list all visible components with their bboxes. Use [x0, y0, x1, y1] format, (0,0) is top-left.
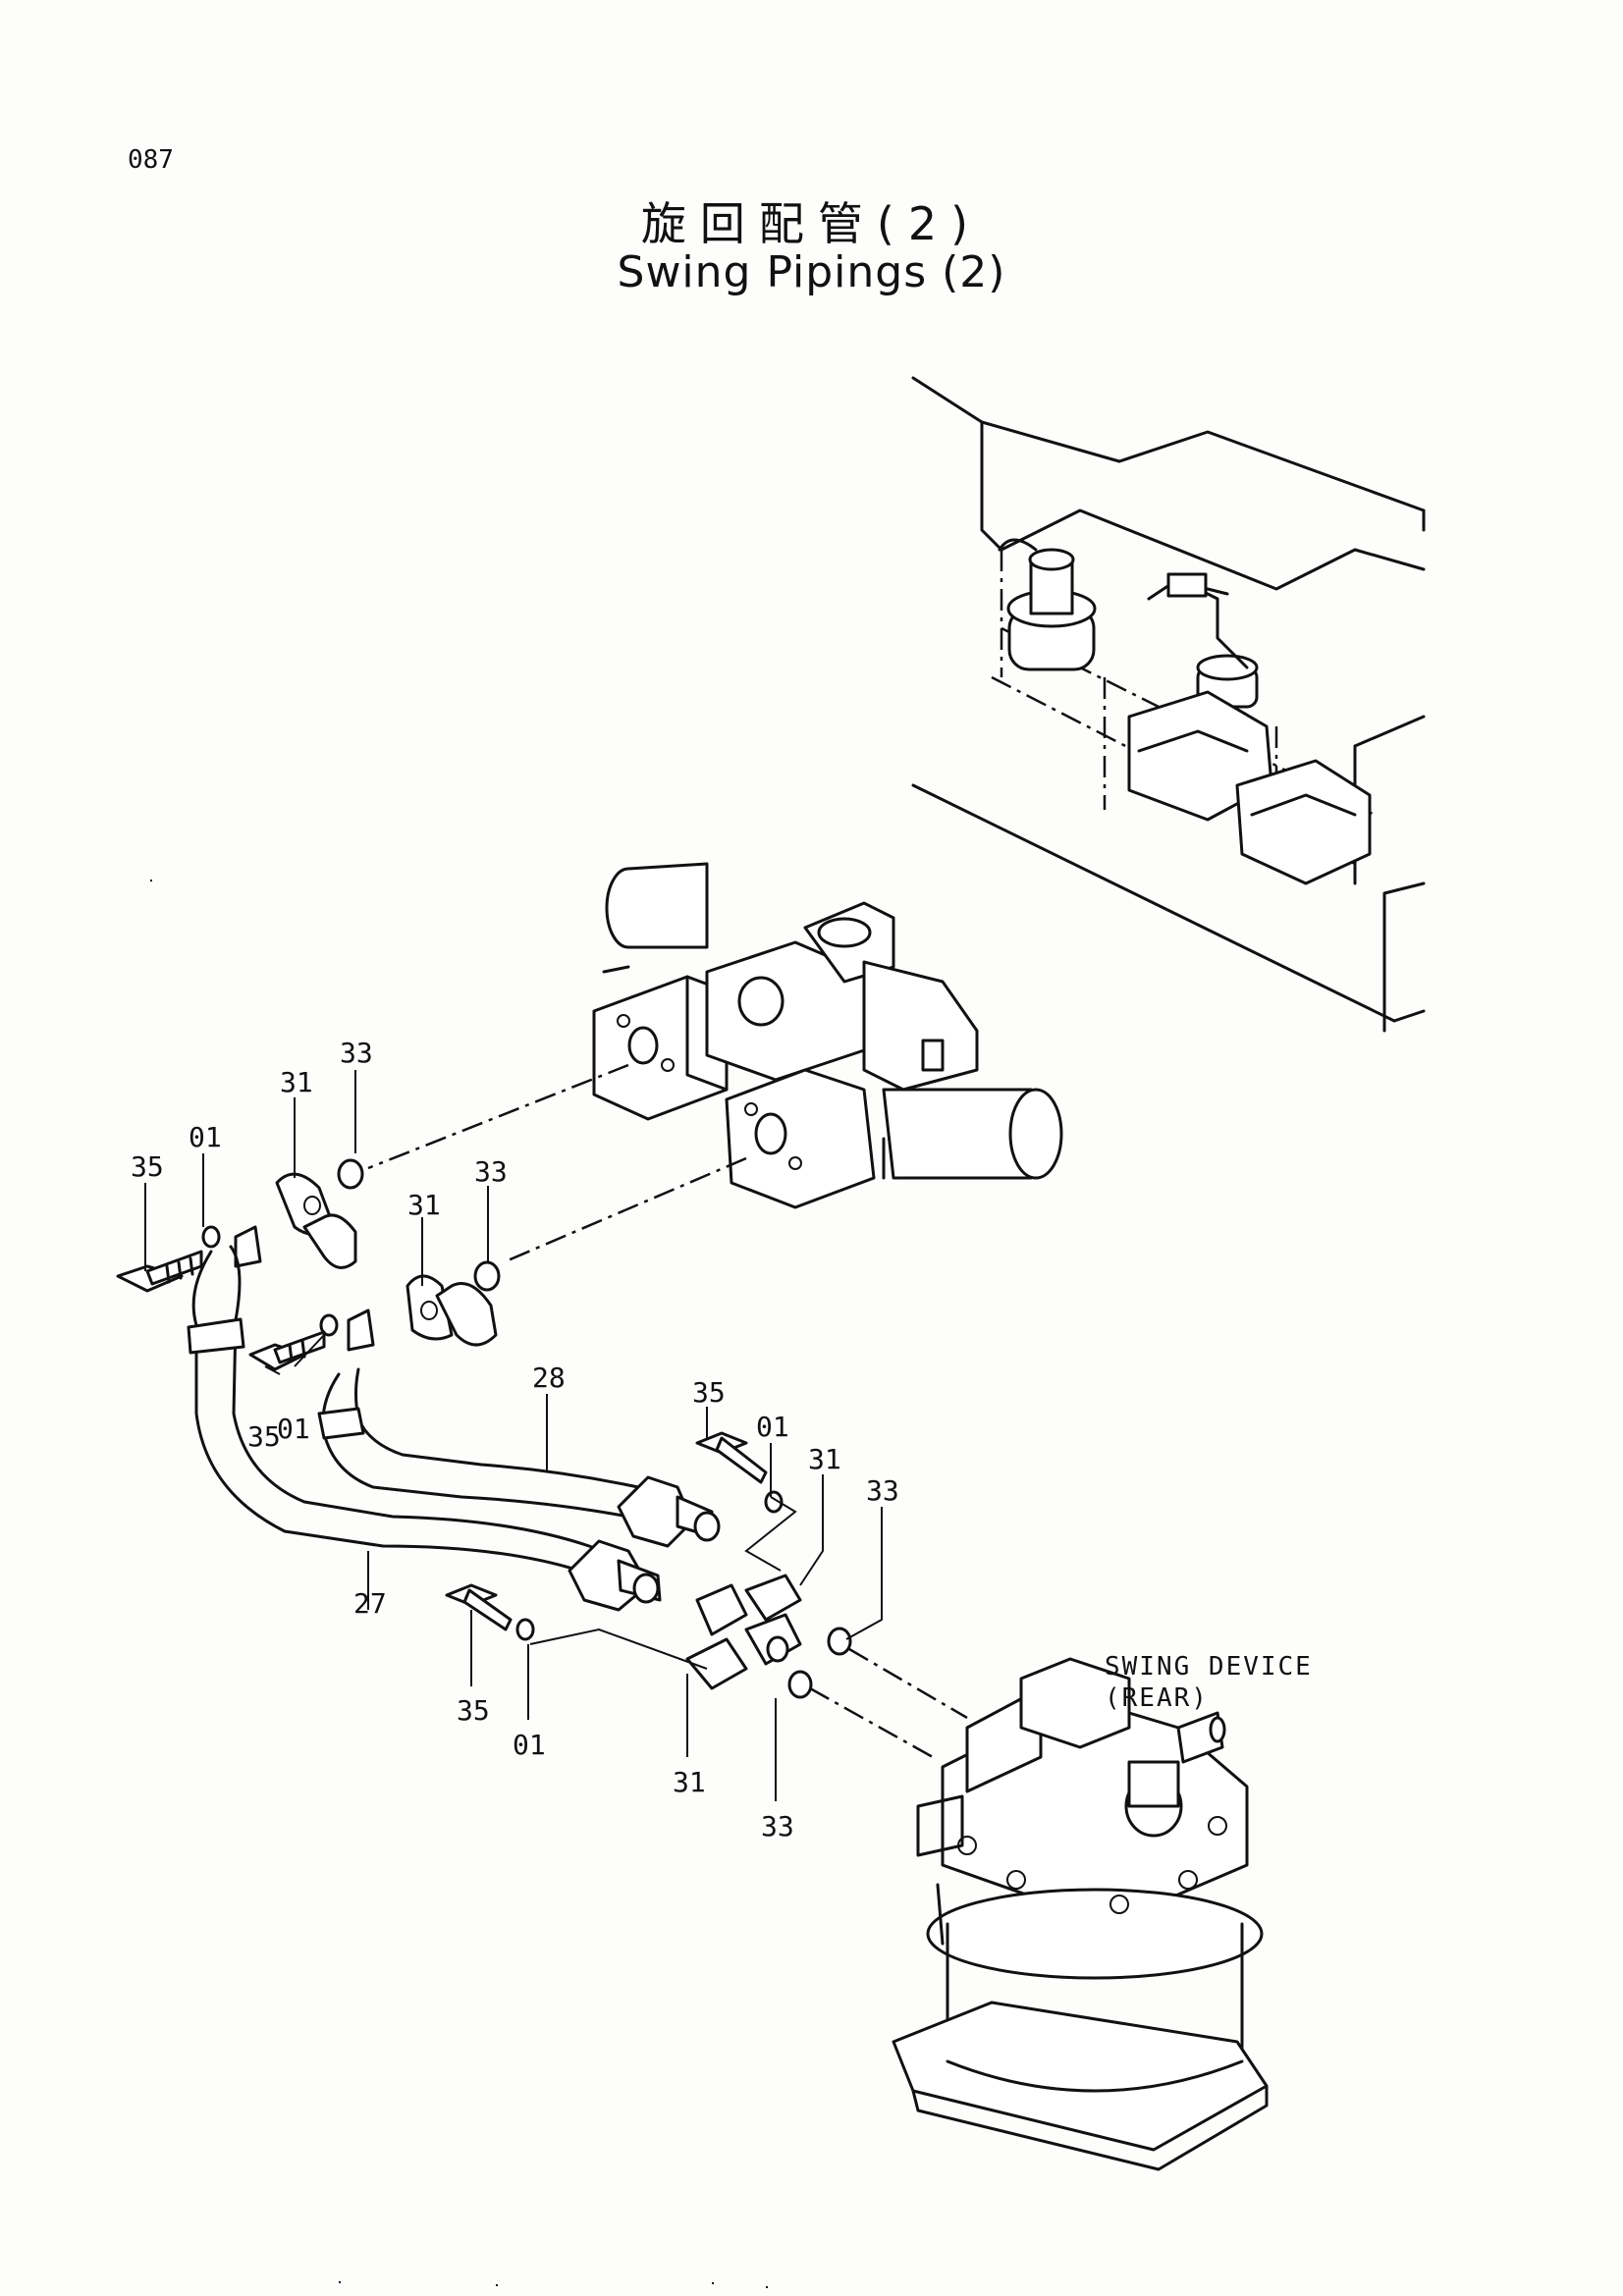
- callout-01: 01: [756, 1411, 789, 1443]
- callout-31: 31: [280, 1066, 313, 1098]
- leader-lines: [144, 1070, 883, 1801]
- callout-numbers: 33 31 01 35 33 31 35 01 28 35 01 31 33 2…: [131, 1037, 899, 1842]
- callout-33: 33: [474, 1155, 508, 1188]
- callout-27: 27: [353, 1587, 387, 1620]
- callout-31: 31: [407, 1189, 441, 1221]
- title-english: Swing Pipings (2): [617, 247, 1006, 297]
- port-line-device-lower: [809, 1686, 934, 1759]
- callout-01: 01: [189, 1121, 222, 1153]
- swing-device-label: SWING DEVICE: [1105, 1652, 1313, 1682]
- page-number: 087: [128, 145, 174, 175]
- callout-33: 33: [761, 1810, 794, 1842]
- hose-28: [317, 1367, 721, 1548]
- machine-frame-inset: [911, 376, 1426, 1033]
- scan-marks: [150, 880, 768, 2288]
- port-line-upper: [367, 1063, 629, 1170]
- port-line-device-upper: [848, 1647, 968, 1720]
- callout-01: 01: [513, 1729, 546, 1761]
- callout-31: 31: [673, 1766, 706, 1798]
- swing-device: [892, 1657, 1269, 2171]
- swing-device-sublabel: (REAR): [1105, 1683, 1209, 1713]
- callout-35: 35: [692, 1376, 726, 1409]
- callout-35: 35: [131, 1150, 164, 1183]
- callout-28: 28: [532, 1362, 566, 1394]
- callout-33: 33: [866, 1474, 899, 1507]
- upper-fitting-set: [116, 1158, 364, 1293]
- control-valve-assembly: [592, 862, 1063, 1209]
- middle-fitting-set: [248, 1260, 501, 1371]
- callout-33: 33: [340, 1037, 373, 1069]
- callout-35: 35: [457, 1694, 490, 1727]
- callout-35: 35: [247, 1420, 281, 1453]
- callout-31: 31: [808, 1443, 841, 1475]
- hose-27: [187, 1245, 662, 1612]
- lower-fitting-set: [445, 1431, 852, 1699]
- port-line-lower: [505, 1156, 747, 1263]
- title-japanese: 旋回配管(2): [640, 197, 983, 250]
- callout-01: 01: [277, 1413, 310, 1445]
